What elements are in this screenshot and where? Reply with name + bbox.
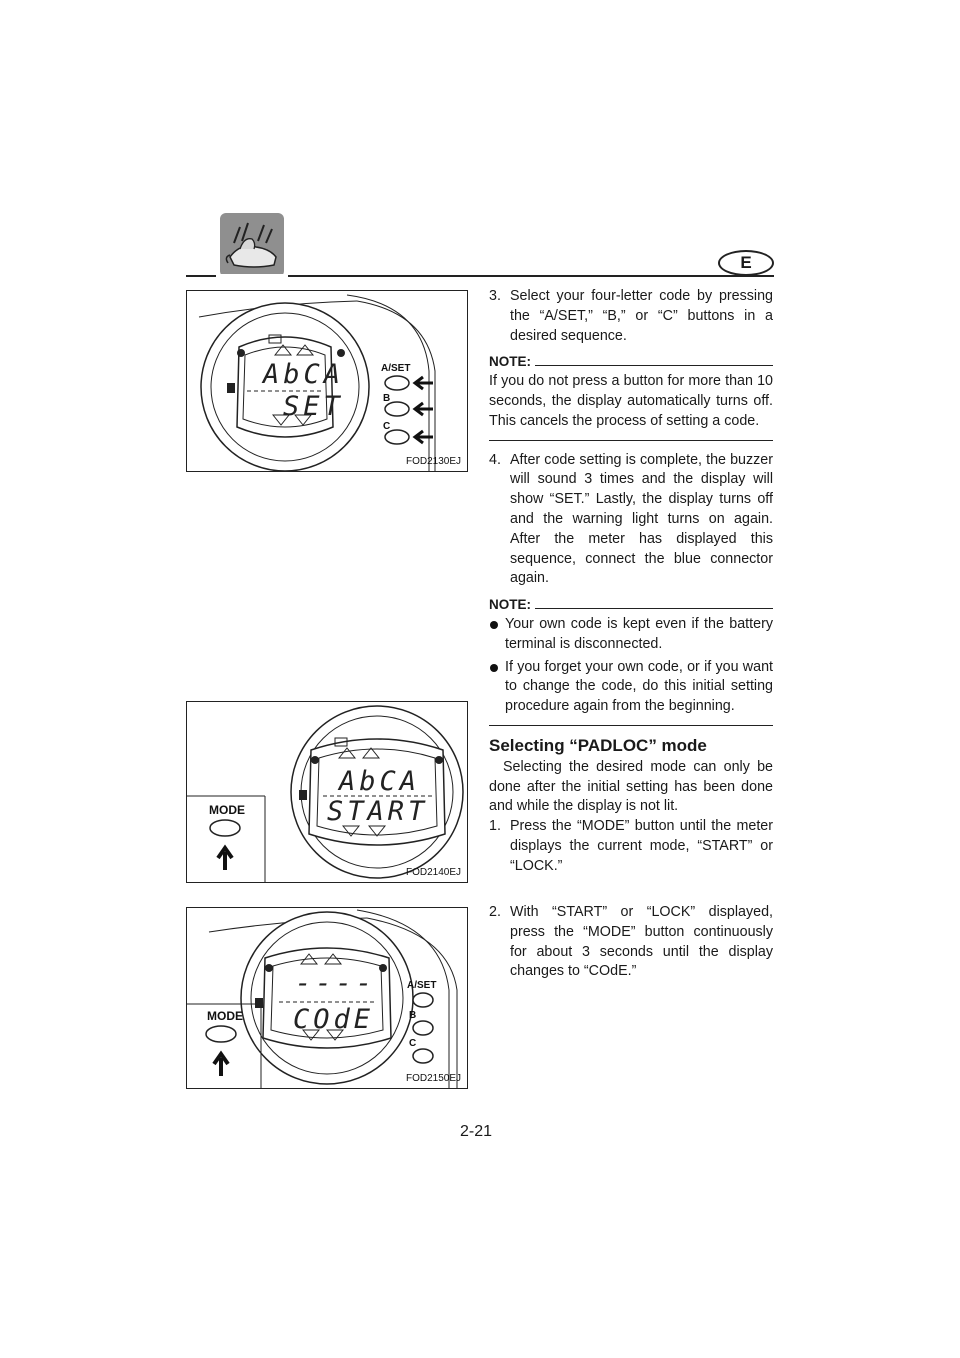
step-b1: 1.Press the “MODE” button until the mete…: [489, 818, 773, 874]
language-badge: E: [718, 250, 774, 276]
instructions-lower: 2.With “START” or “LOCK” displayed, pres…: [489, 903, 773, 982]
instructions-upper: 3.Select your four-letter code by pressi…: [489, 287, 773, 877]
lcd-line2: COdE: [293, 1004, 374, 1035]
note-1-label: NOTE:: [489, 352, 773, 372]
note-2-label: NOTE:: [489, 595, 773, 615]
section-intro: Selecting the desired mode can only be d…: [489, 758, 773, 815]
note-1-rule: [489, 439, 773, 441]
header-rule: [186, 274, 774, 278]
mode-button-label: MODE: [207, 1009, 243, 1023]
step-4: 4.After code setting is complete, the bu…: [489, 451, 773, 587]
button-label-a-set: A/SET: [381, 363, 410, 374]
lcd-line2: SET: [283, 391, 344, 422]
figure-code: FOD2130EJ: [405, 456, 461, 467]
page-number: 2-21: [460, 1123, 493, 1140]
figure-mode-display: AbCA START MODE FOD2140EJ: [186, 701, 468, 883]
button-label-c: C: [383, 421, 390, 432]
step-3: 3.Select your four-letter code by pressi…: [489, 288, 773, 344]
button-label-c: C: [409, 1038, 416, 1049]
figure-code-entry: AbCA SET A/SET B C FOD2130EJ: [186, 290, 468, 472]
note-1-text: If you do not press a button for more th…: [489, 373, 773, 429]
mode-button-label: MODE: [209, 803, 245, 817]
section-title: Selecting “PADLOC” mode: [489, 735, 707, 755]
button-label-b: B: [409, 1010, 416, 1021]
lcd-line1: AbCA: [261, 359, 344, 390]
figure-code-mode: ---- COdE MODE A/SET B C FOD2150EJ: [186, 907, 468, 1089]
button-label-b: B: [383, 393, 390, 404]
step-b2: 2.With “START” or “LOCK” displayed, pres…: [489, 904, 773, 980]
watercraft-icon: [220, 213, 284, 277]
note-2-bullet: If you forget your own code, or if you w…: [489, 658, 773, 717]
note-2-rule: [489, 724, 773, 726]
note-2-bullet: Your own code is kept even if the batter…: [489, 615, 773, 655]
button-label-a-set: A/SET: [407, 980, 436, 991]
lcd-line1: ----: [295, 968, 376, 999]
lcd-line1: AbCA: [337, 766, 420, 797]
lcd-line2: START: [327, 796, 428, 827]
figure-code: FOD2150EJ: [405, 1073, 461, 1084]
figure-code: FOD2140EJ: [405, 867, 461, 878]
